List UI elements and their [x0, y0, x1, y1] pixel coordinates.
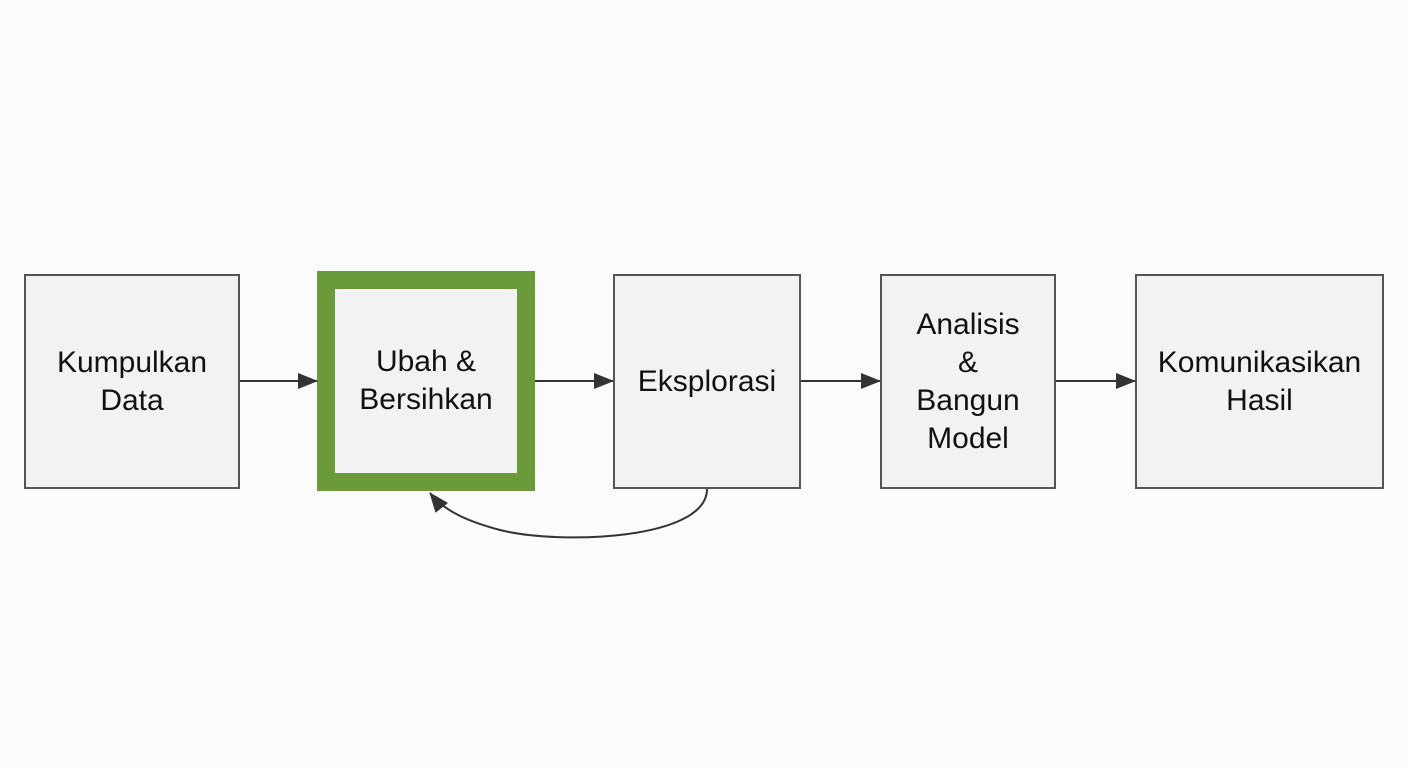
node-eksplorasi: Eksplorasi — [613, 274, 801, 489]
arrow-eksplorasi-loop-to-ubah — [429, 488, 708, 539]
node-label: Komunikasikan Hasil — [1157, 345, 1362, 417]
node-analisis-bangun-model: Analisis & Bangun Model — [880, 274, 1056, 489]
node-ubah-bersihkan: Ubah & Bersihkan — [317, 271, 535, 491]
node-label: Eksplorasi — [637, 364, 777, 398]
node-label: Ubah & Bersihkan — [359, 345, 493, 416]
node-label: Kumpulkan Data — [56, 345, 208, 417]
node-komunikasikan-hasil: Komunikasikan Hasil — [1135, 274, 1384, 489]
node-label: Analisis & Bangun Model — [916, 307, 1020, 455]
node-kumpulkan-data: Kumpulkan Data — [24, 274, 240, 489]
